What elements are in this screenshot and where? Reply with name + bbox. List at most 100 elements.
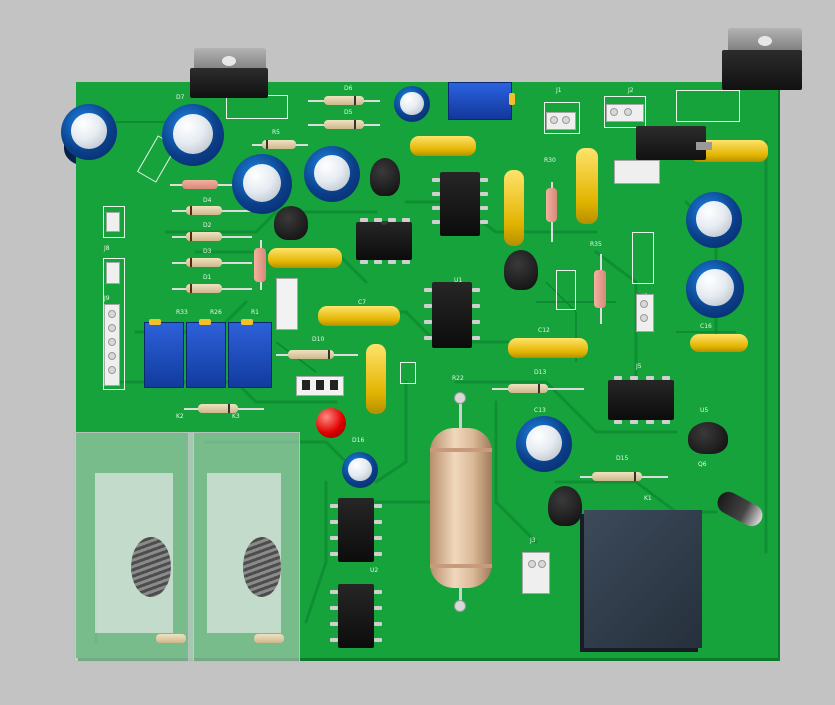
diode-d10 [288,350,334,359]
footprint-outline [103,258,125,390]
pcb-board: D7 D6 D5 R5 D4 D2 D3 D1 J8 J9 R33 R26 R1… [61,82,778,662]
electrolytic-capacitor-d16 [342,452,378,492]
header-j-top [106,212,120,232]
ic-dip8 [424,282,480,348]
diode-d15 [592,472,642,481]
electrolytic-capacitor [686,192,742,254]
label-j1: J1 [556,87,562,94]
resistor [186,284,222,293]
label-d15: D15 [616,455,629,462]
ic-u1 [356,218,412,264]
film-capacitor [576,148,598,224]
power-resistor-r22 [430,428,492,588]
label-d1: D1 [203,274,212,281]
label-d13: D13 [534,369,547,376]
electrolytic-capacitor [304,146,360,208]
header-j3 [522,552,550,594]
voltage-regulator-left [184,48,276,100]
label-k2: K2 [176,413,184,420]
transformer-k3 [188,432,300,662]
label-d16: D16 [352,437,365,444]
resistor [186,232,222,241]
label-d5: D5 [344,109,353,116]
footprint-outline [556,270,576,310]
electrolytic-capacitor [232,154,292,220]
film-capacitor [410,136,476,156]
transistor-q6 [688,422,728,454]
label-c12: C12 [538,327,550,334]
resistor-vertical [254,248,266,282]
ic-u5 [608,376,674,424]
film-capacitor-c7 [318,306,400,326]
resistor-r35 [594,270,606,308]
footprint-outline [400,362,416,384]
label-j3: J3 [530,537,536,544]
footprint-outline [604,96,646,128]
trimmer-r1 [228,319,272,388]
film-capacitor-c12 [508,338,588,358]
label-d6: D6 [344,85,353,92]
electrolytic-capacitor [162,104,224,173]
header-white [276,278,298,330]
label-u1: U1 [454,277,463,284]
label-d2: D2 [203,222,212,229]
label-u5: U5 [700,407,709,414]
relay-k1 [584,510,702,648]
label-r22: R22 [452,375,464,382]
trimmer-r26 [186,319,226,388]
red-led [316,408,346,438]
resistor [254,634,284,643]
resistor [156,634,186,643]
film-capacitor [504,170,524,246]
label-r1: R1 [251,309,259,316]
label-k3: K3 [232,413,240,420]
footprint-outline [632,232,654,284]
label-c16: C16 [700,323,712,330]
footprint-outline [103,206,125,238]
label-r26: R26 [210,309,222,316]
film-capacitor [690,334,748,352]
label-d7: D7 [176,94,185,101]
label-j9: J9 [104,295,110,302]
transformer-k2 [74,432,194,662]
label-r5: R5 [272,129,280,136]
trimmer-r33 [144,319,184,388]
resistor [186,258,222,267]
transistor [274,206,308,240]
diode-d-bottom [198,404,238,413]
voltage-regulator-mid [636,122,712,162]
voltage-regulator-right [718,28,810,92]
resistor [182,180,218,189]
diode-d5 [324,120,364,129]
electrolytic-capacitor-c13 [516,416,572,478]
label-d3: D3 [203,248,212,255]
electrolytic-capacitor [61,104,117,166]
film-capacitor [268,248,342,268]
header-j8 [106,262,120,284]
diode-d13 [508,384,548,393]
diode-d6 [324,96,364,105]
electrolytic-capacitor [394,86,430,126]
label-k1: K1 [644,495,652,502]
ic-dip8 [432,172,488,236]
label-j2: J2 [628,87,634,94]
ic-dip8 [330,584,382,648]
ic-u2 [330,498,382,562]
label-d4: D4 [203,197,212,204]
footprint-outline [676,90,740,122]
label-j8: J8 [104,245,110,252]
label-r30: R30 [544,157,556,164]
label-q6: Q6 [698,461,707,468]
resistor-r30 [546,188,557,222]
label-r35: R35 [590,241,602,248]
label-u2: U2 [370,567,379,574]
label-c13: C13 [534,407,546,414]
transistor [504,250,538,290]
transistor [370,158,400,196]
film-capacitor [366,344,386,414]
label-r33: R33 [176,309,188,316]
resistor-r5 [262,140,296,149]
electrolytic-capacitor [686,260,744,324]
transistor [548,486,582,526]
footprint-outline [544,102,580,134]
